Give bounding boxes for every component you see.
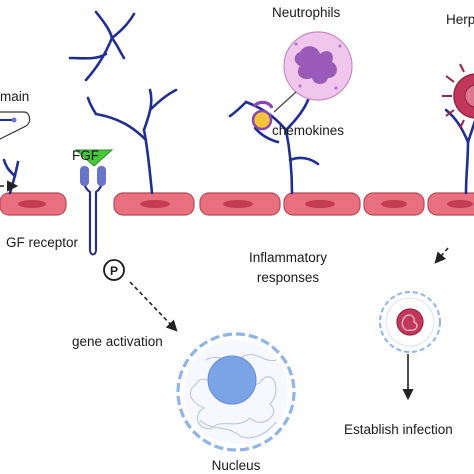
domain-label: main: [0, 89, 29, 104]
nucleus-label: Nucleus: [212, 458, 261, 473]
chemokines-label: chemokines: [272, 123, 344, 138]
domain-inset-icon: [0, 111, 31, 140]
endothelial-cell-row: [0, 192, 474, 216]
responses-label: responses: [257, 270, 320, 285]
infected-cell-icon: [379, 291, 441, 353]
arrow-phosphate-to-nucleus: [129, 281, 178, 332]
herpes-label: Herp: [446, 12, 474, 27]
neutrophil-cell-icon: [283, 31, 353, 101]
establish-infection-label: Establish infection: [344, 422, 453, 437]
endothelial-cell: [427, 192, 474, 216]
phosphate-icon: P: [103, 259, 125, 281]
inflammatory-label: Inflammatory: [249, 250, 327, 265]
membrane-glycan-chains: [2, 88, 474, 195]
neutrophil-connector: [273, 91, 297, 113]
chemokine-icon: [251, 100, 274, 131]
phosphate-label: P: [110, 264, 118, 278]
herpes-virus-icon: [442, 63, 474, 129]
endothelial-cell: [0, 192, 67, 216]
fgf-receptor-label: GF receptor: [6, 235, 79, 250]
nucleus-icon: [176, 332, 296, 452]
endothelial-cell: [113, 192, 195, 216]
free-glycan-chain: [68, 10, 136, 82]
endothelial-cell: [363, 192, 425, 216]
arrow-to-infected-cell: [434, 247, 449, 264]
endothelial-cell: [199, 192, 281, 216]
fgf-label: FGF: [72, 148, 99, 163]
neutrophils-label: Neutrophils: [272, 5, 341, 20]
gene-activation-label: gene activation: [72, 334, 163, 349]
fgf-receptor-icon: [80, 166, 106, 256]
endothelial-cell: [283, 192, 361, 216]
fgf-ligand-icon: [74, 149, 114, 167]
